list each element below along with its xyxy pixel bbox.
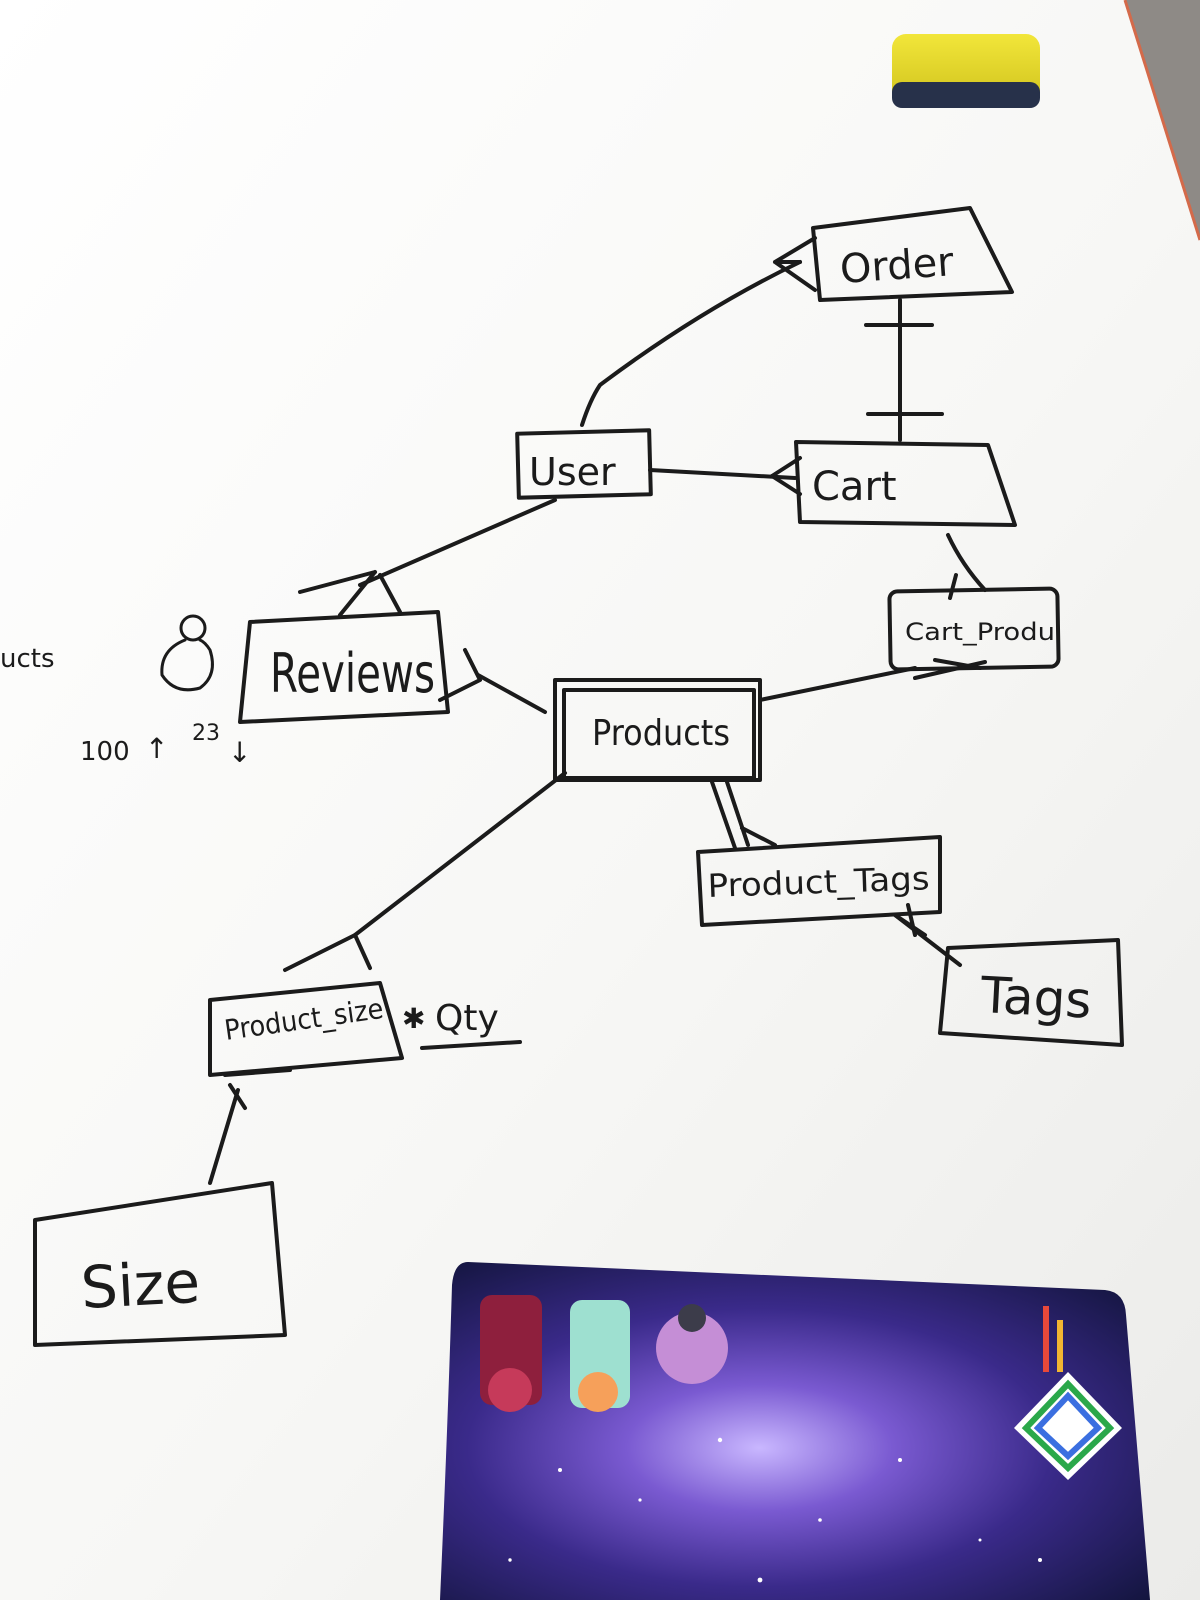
eraser-icon[interactable] — [892, 34, 1040, 108]
entity-cart-product-label: Cart_Produ — [905, 618, 1055, 646]
crowfoot-reviews — [298, 570, 402, 617]
galaxy-stars — [508, 1437, 1042, 1583]
box-reviews — [238, 610, 450, 724]
box-order — [811, 206, 1014, 302]
reviews-rating-annotation: 100 ↑ 23 ↓ — [80, 614, 251, 769]
entity-tags-label: Tags — [978, 966, 1093, 1030]
box-products-inner — [562, 688, 756, 780]
qty-label: Qty — [435, 998, 499, 1039]
line-order-user — [580, 260, 802, 427]
line-products-producttags — [710, 780, 750, 850]
line-products-productsize — [353, 771, 567, 937]
laptop-lid — [440, 1262, 1150, 1600]
sticker-character-1 — [480, 1295, 542, 1412]
qty-annotation: ✱ Qty — [402, 998, 522, 1050]
sticker-rainbow-diamond — [1014, 1306, 1122, 1480]
cut-off-text: ucts — [0, 644, 55, 674]
asterisk-icon: ✱ — [402, 1002, 425, 1035]
person-icon — [160, 614, 214, 692]
box-size — [33, 1181, 287, 1347]
crowfoot-productsize — [283, 933, 372, 972]
box-user — [515, 428, 653, 500]
votes-down-value: 23 — [192, 721, 220, 746]
entity-reviews-label: Reviews — [270, 642, 435, 705]
box-product-size — [208, 981, 404, 1077]
crowfoot-order — [773, 236, 817, 292]
entity-order-label: Order — [838, 239, 955, 293]
entity-cart-label: Cart — [812, 464, 897, 510]
down-arrow-icon: ↓ — [228, 736, 251, 769]
box-product-tags — [696, 835, 942, 927]
line-productsize-size — [208, 1088, 240, 1185]
line-cart-cartproduct — [946, 533, 987, 592]
entity-boxes — [33, 206, 1124, 1347]
box-cart — [794, 440, 1017, 527]
up-arrow-icon: ↑ — [145, 732, 168, 765]
votes-up-value: 100 — [80, 737, 130, 767]
crowfoot-cartproduct-top — [948, 573, 958, 600]
box-tags — [938, 938, 1124, 1047]
line-reviews-products — [476, 673, 547, 714]
whiteboard-edge-accent — [1123, 0, 1200, 241]
box-cart-product — [887, 586, 1061, 672]
crowfoot-products-reviews — [438, 648, 482, 702]
entity-user-label: User — [529, 450, 616, 494]
sticker-character-3 — [656, 1304, 728, 1384]
line-user-reviews — [358, 498, 557, 587]
crowfoot-producttags-tags — [893, 903, 927, 937]
entity-product-tags-label: Product_Tags — [707, 859, 930, 905]
entity-size-label: Size — [79, 1248, 201, 1322]
crowfoot-producttags — [740, 826, 777, 847]
line-cartproduct-products — [758, 666, 917, 702]
entity-products-label: Products — [592, 713, 730, 754]
sticker-character-2 — [570, 1300, 630, 1412]
